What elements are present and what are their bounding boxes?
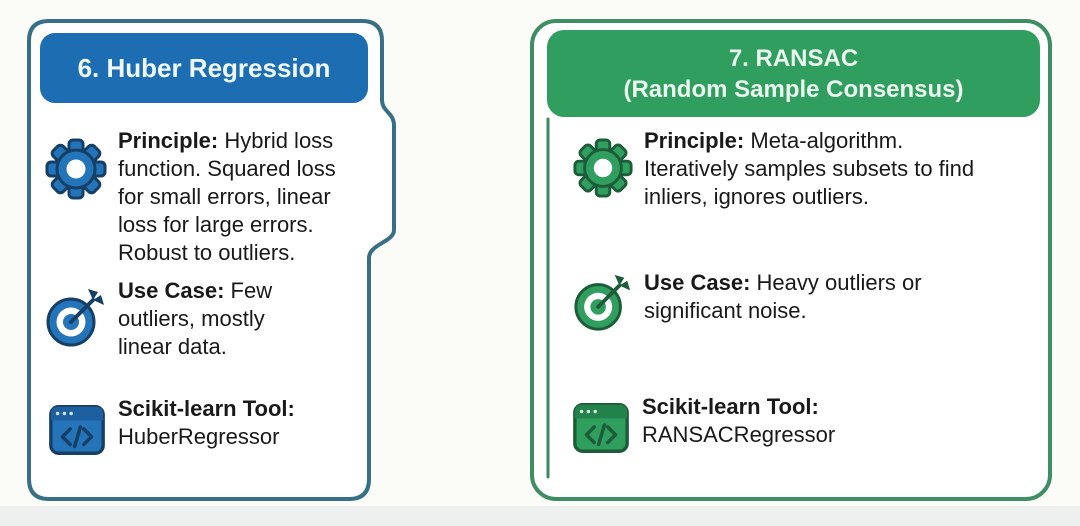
text-line: Scikit-learn Tool: (118, 396, 295, 421)
ransac-tool-text: Scikit-learn Tool: RANSACRegressor (642, 393, 835, 449)
text-line: Iteratively samples subsets to find (644, 156, 975, 181)
text-line: Robust to outliers. (118, 240, 296, 265)
huber-card-outline (27, 19, 396, 501)
ransac-title-line2: (Random Sample Consensus) (623, 75, 964, 103)
text-line: HuberRegressor (118, 424, 280, 449)
ransac-title-line1: 7. RANSAC (728, 44, 859, 72)
gear-icon (573, 138, 633, 198)
text-line: linear data. (118, 334, 227, 359)
huber-card-title: 6. Huber Regression (40, 33, 368, 103)
text-line: RANSACRegressor (642, 422, 836, 447)
target-icon (46, 289, 104, 347)
huber-tool-text: Scikit-learn Tool: HuberRegressor (118, 395, 295, 451)
gear-icon (45, 138, 107, 200)
huber-usecase-text: Use Case: Few outliers, mostly linear da… (118, 277, 272, 361)
text-line: Use Case: Heavy outliers or (644, 270, 922, 295)
ransac-principle-text: Principle: Meta-algorithm. Iteratively s… (644, 127, 974, 211)
ransac-card-title: 7. RANSAC (Random Sample Consensus) (547, 30, 1040, 117)
text-line: loss for large errors. (118, 212, 314, 237)
huber-principle-section: Principle: Hybrid loss function. Squared… (44, 127, 336, 267)
code-window-icon (573, 403, 629, 453)
text-line: Principle: Meta-algorithm. (644, 128, 904, 153)
bottom-band (0, 506, 1080, 526)
text-line: function. Squared loss (118, 156, 336, 181)
huber-tool-section: Scikit-learn Tool: HuberRegressor (46, 395, 295, 461)
ransac-principle-section: Principle: Meta-algorithm. Iteratively s… (572, 127, 974, 211)
ransac-tool-section: Scikit-learn Tool: RANSACRegressor (570, 393, 835, 459)
huber-usecase-section: Use Case: Few outliers, mostly linear da… (44, 277, 272, 361)
ransac-usecase-text: Use Case: Heavy outliers or significant … (644, 269, 922, 325)
text-line: significant noise. (644, 298, 807, 323)
text-line: outliers, mostly (118, 306, 265, 331)
huber-title-text: 6. Huber Regression (77, 52, 331, 83)
ransac-card-outline (530, 19, 1052, 501)
text-line: Use Case: Few (118, 278, 273, 303)
target-icon (574, 274, 631, 331)
ransac-usecase-section: Use Case: Heavy outliers or significant … (572, 269, 922, 333)
code-window-icon (49, 405, 105, 455)
text-line: Scikit-learn Tool: (642, 394, 819, 419)
text-line: for small errors, linear (118, 184, 331, 209)
huber-principle-text: Principle: Hybrid loss function. Squared… (118, 127, 336, 267)
text-line: Principle: Hybrid loss (118, 128, 334, 153)
text-line: inliers, ignores outliers. (644, 184, 869, 209)
